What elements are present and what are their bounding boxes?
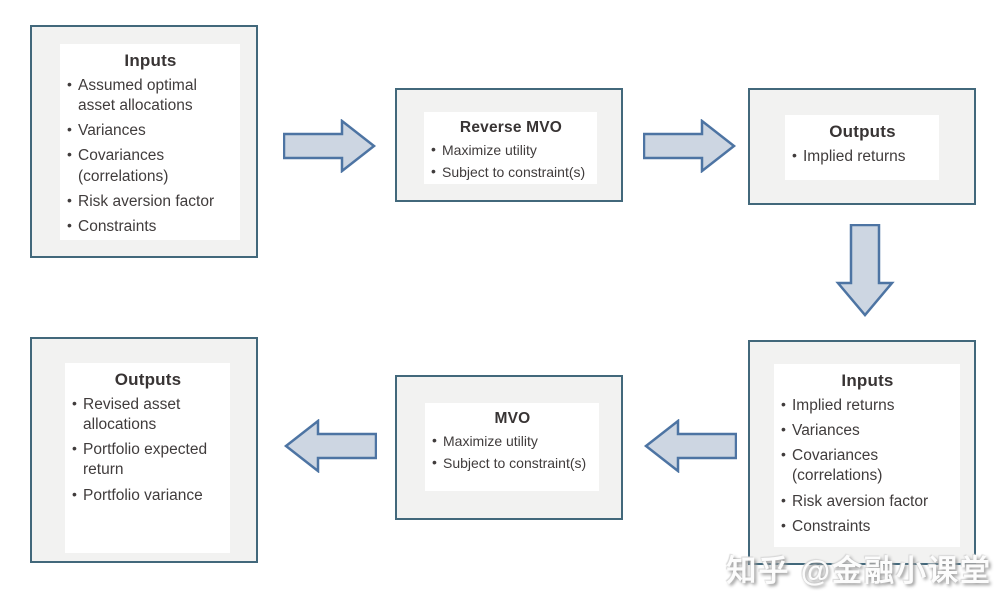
box-outputs-top-bullets: Implied returns <box>791 146 934 167</box>
box-mvo: MVO Maximize utility Subject to constrai… <box>395 375 623 520</box>
box-outputs-bottom: Outputs Revised asset allocations Portfo… <box>30 337 258 563</box>
bullet-item: Assumed optimal asset allocations <box>66 75 235 116</box>
bullet-item: Subject to constraint(s) <box>431 453 594 472</box>
arrow-left-icon <box>283 419 377 473</box>
arrow-right-icon <box>283 119 377 173</box>
bullet-item: Constraints <box>780 516 955 537</box>
box-mvo-panel: MVO Maximize utility Subject to constrai… <box>425 403 599 491</box>
box-outputs-bottom-bullets: Revised asset allocations Portfolio expe… <box>71 394 225 506</box>
bullet-item: Maximize utility <box>430 140 592 159</box>
bullet-item: Revised asset allocations <box>71 394 225 435</box>
box-outputs-top-panel: Outputs Implied returns <box>785 115 939 180</box>
box-reverse-mvo-bullets: Maximize utility Subject to constraint(s… <box>430 140 592 181</box>
bullet-item: Subject to constraint(s) <box>430 162 592 181</box>
box-mvo-title: MVO <box>494 410 531 427</box>
bullet-item: Implied returns <box>791 146 934 167</box>
box-inputs-top: Inputs Assumed optimal asset allocations… <box>30 25 258 258</box>
box-reverse-mvo-title: Reverse MVO <box>459 119 563 136</box>
box-outputs-bottom-panel: Outputs Revised asset allocations Portfo… <box>65 363 230 553</box>
bullet-item: Covariances (correlations) <box>66 145 235 186</box>
box-outputs-top: Outputs Implied returns <box>748 88 976 205</box>
box-inputs-bottom-title: Inputs <box>841 371 894 390</box>
bullet-item: Constraints <box>66 216 235 237</box>
bullet-item: Risk aversion factor <box>66 191 235 212</box>
bullet-item: Covariances (correlations) <box>780 445 955 486</box>
bullet-item: Portfolio variance <box>71 485 225 506</box>
watermark-zhihu: 知乎 @金融小课堂 <box>726 555 992 588</box>
bullet-item: Variances <box>780 420 955 441</box>
box-reverse-mvo: Reverse MVO Maximize utility Subject to … <box>395 88 623 202</box>
bullet-item: Risk aversion factor <box>780 491 955 512</box>
box-inputs-top-title: Inputs <box>124 51 177 70</box>
box-inputs-bottom-bullets: Implied returns Variances Covariances (c… <box>780 395 955 537</box>
box-inputs-top-panel: Inputs Assumed optimal asset allocations… <box>60 44 240 240</box>
box-reverse-mvo-panel: Reverse MVO Maximize utility Subject to … <box>424 112 597 184</box>
box-inputs-bottom: Inputs Implied returns Variances Covaria… <box>748 340 976 565</box>
box-inputs-top-bullets: Assumed optimal asset allocations Varian… <box>66 75 235 237</box>
box-outputs-top-title: Outputs <box>829 122 896 141</box>
arrow-right-icon <box>643 119 737 173</box>
bullet-item: Implied returns <box>780 395 955 416</box>
box-mvo-bullets: Maximize utility Subject to constraint(s… <box>431 431 594 472</box>
arrow-left-icon <box>643 419 737 473</box>
arrow-down-icon <box>835 224 895 318</box>
bullet-item: Variances <box>66 120 235 141</box>
box-inputs-bottom-panel: Inputs Implied returns Variances Covaria… <box>774 364 960 547</box>
box-outputs-bottom-title: Outputs <box>114 370 182 389</box>
bullet-item: Maximize utility <box>431 431 594 450</box>
bullet-item: Portfolio expected return <box>71 439 225 480</box>
